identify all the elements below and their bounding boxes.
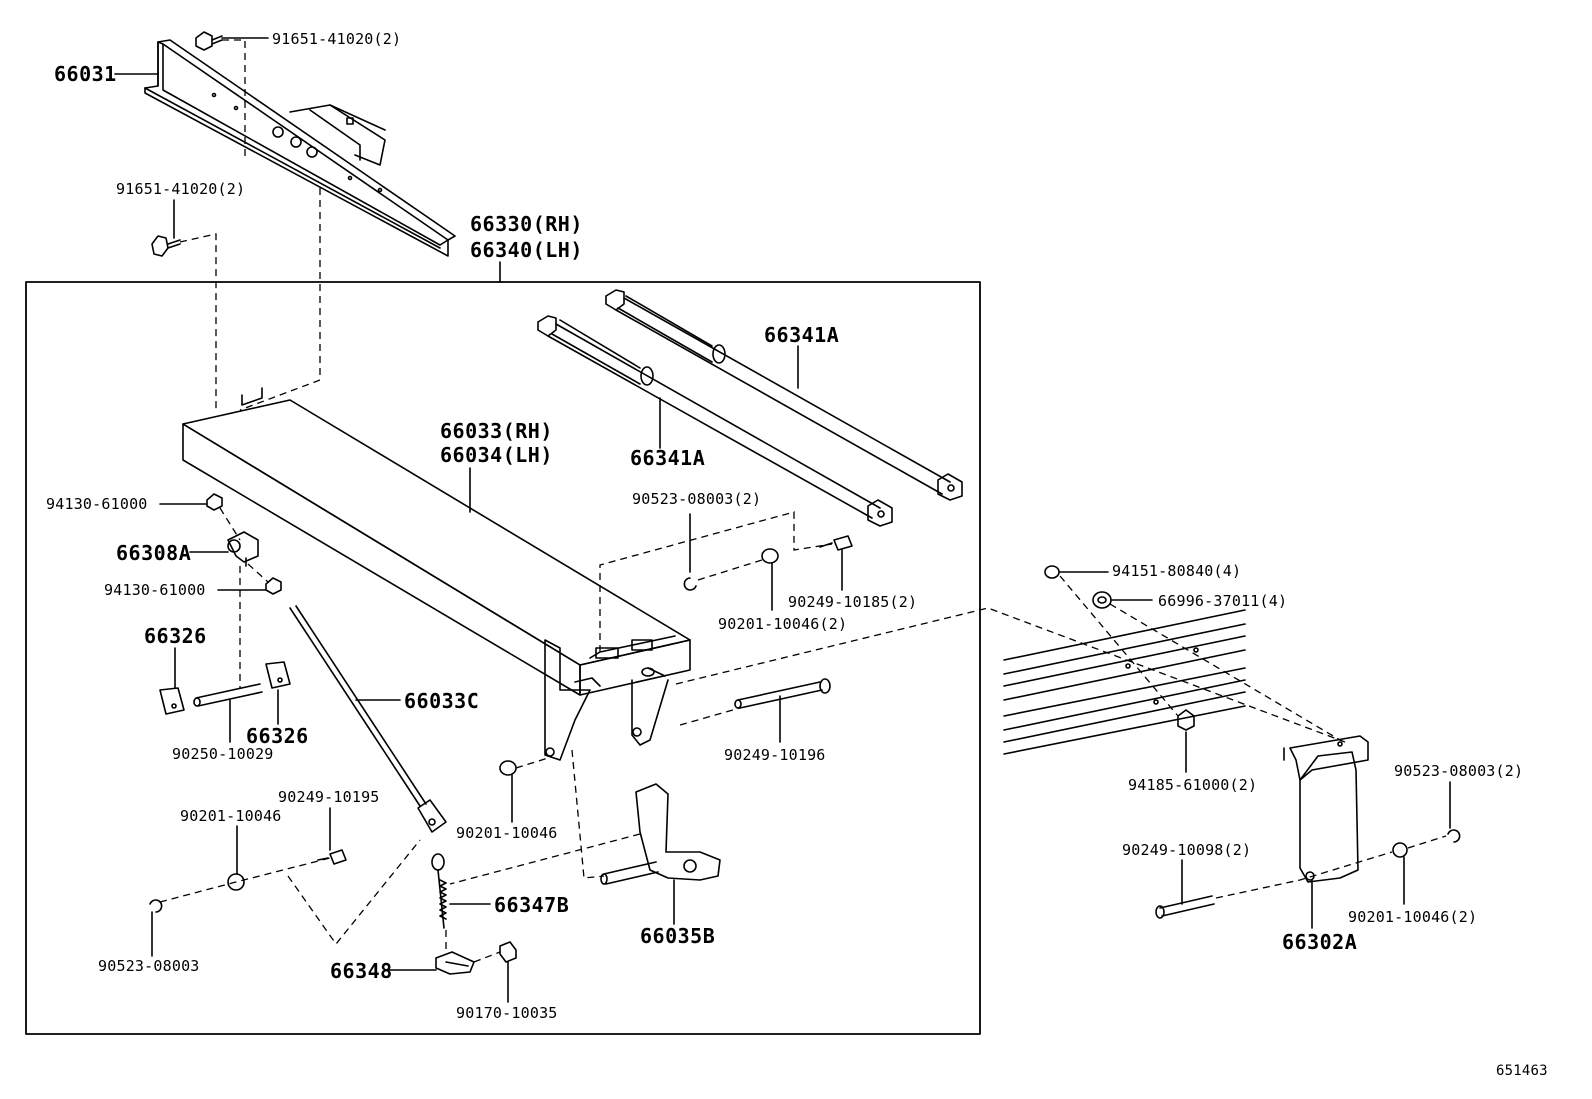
dash-washer-pin — [515, 757, 549, 769]
bolt-91651-left — [151, 235, 181, 257]
label-66347B: 66347B — [494, 893, 570, 917]
clevis-66348 — [435, 951, 475, 975]
assembly-frame — [25, 281, 981, 1035]
lever-66035B — [600, 783, 721, 885]
label-66326-b: 66326 — [246, 724, 309, 748]
clip-90523-right — [1447, 829, 1461, 843]
dash-bracket-lever — [571, 749, 605, 879]
label-66034: 66034(LH) — [440, 443, 553, 467]
label-94185: 94185-61000(2) — [1128, 776, 1258, 794]
clip-90523-left — [149, 899, 163, 913]
label-66330: 66330(RH) — [470, 212, 583, 236]
label-91651-top: 91651-41020(2) — [272, 30, 402, 48]
bolt-90249-10195 — [317, 849, 347, 865]
pin-90249-10098 — [1155, 895, 1215, 919]
label-66326-a: 66326 — [144, 624, 207, 648]
pin-90250 — [193, 683, 263, 707]
bolt-90249-10185 — [819, 535, 853, 551]
label-90249-10098: 90249-10098(2) — [1122, 841, 1252, 859]
washer-90201-right — [1392, 842, 1408, 858]
nut-94130-a — [206, 493, 223, 511]
part-66031-bracket — [144, 39, 456, 257]
bolt-91651-top — [195, 31, 223, 51]
label-90201-center: 90201-10046 — [456, 824, 558, 842]
label-66340: 66340(LH) — [470, 238, 583, 262]
nut-90170 — [499, 941, 517, 963]
hinge-66302A — [1283, 735, 1369, 883]
rod-66033C — [289, 605, 447, 833]
dash-nut-rail — [1059, 575, 1179, 717]
part-66341A-strut-b — [605, 289, 963, 501]
dash-clevis-nut — [473, 951, 501, 963]
label-66302A: 66302A — [1282, 930, 1358, 954]
dash-bracket-down — [239, 188, 321, 411]
nut-94151 — [1044, 565, 1060, 579]
nut-94185 — [1177, 709, 1195, 731]
reference-number: 651463 — [1496, 1063, 1548, 1079]
washer-90201-center — [499, 760, 517, 776]
label-90249-10196: 90249-10196 — [724, 746, 826, 764]
pad-66326-a — [159, 687, 185, 715]
rod-66347B — [431, 853, 447, 929]
label-90523-right: 90523-08003(2) — [1394, 762, 1524, 780]
label-90201-right: 90201-10046(2) — [1348, 908, 1478, 926]
dash-right-clip — [1407, 835, 1447, 849]
label-66348: 66348 — [330, 959, 393, 983]
washer-90201-mid — [761, 548, 779, 564]
pin-90249-10196 — [734, 678, 831, 709]
dash-washer-rail — [1109, 603, 1341, 741]
dash-right-pin — [1215, 851, 1393, 899]
label-66033: 66033(RH) — [440, 419, 553, 443]
label-66308A: 66308A — [116, 541, 192, 565]
part-66341A-strut-a — [537, 315, 893, 527]
dash-top-bolt — [222, 39, 246, 160]
bed-rails — [1003, 609, 1246, 755]
part-66033-beam — [182, 387, 691, 761]
dash-mid-hardware — [599, 511, 833, 652]
label-90201-mid: 90201-10046(2) — [718, 615, 848, 633]
dash-lever-clevis — [449, 833, 641, 885]
label-66033C: 66033C — [404, 689, 480, 713]
label-90523-mid: 90523-08003(2) — [632, 490, 762, 508]
dash-left-bolt — [179, 233, 217, 410]
label-90250: 90250-10029 — [172, 745, 274, 763]
label-90249-10195: 90249-10195 — [278, 788, 380, 806]
label-66035B: 66035B — [640, 924, 716, 948]
label-91651-left: 91651-41020(2) — [116, 180, 246, 198]
label-66996: 66996-37011(4) — [1158, 592, 1288, 610]
label-94151: 94151-80840(4) — [1112, 562, 1242, 580]
label-90201-left: 90201-10046 — [180, 807, 282, 825]
label-90523-left: 90523-08003 — [98, 957, 200, 975]
label-90170: 90170-10035 — [456, 1004, 558, 1022]
dash-clip-washer — [697, 559, 763, 581]
dash-bolt-lever — [679, 707, 741, 726]
label-66341A-mid: 66341A — [630, 446, 706, 470]
dash-66308 — [247, 563, 269, 583]
dash-rod-v — [287, 839, 421, 946]
label-94130-b: 94130-61000 — [104, 581, 206, 599]
clip-90523-mid — [683, 577, 697, 591]
washer-66996 — [1092, 591, 1112, 609]
label-90249-10185: 90249-10185(2) — [788, 593, 918, 611]
label-94130-a: 94130-61000 — [46, 495, 148, 513]
joint-66308A — [227, 531, 259, 567]
washer-90201-left — [227, 873, 245, 891]
dash-left-stack — [159, 857, 331, 903]
label-66031: 66031 — [54, 62, 117, 86]
label-66341A-top: 66341A — [764, 323, 840, 347]
nut-94130-b — [265, 577, 282, 595]
dash-94130 — [219, 507, 241, 541]
pad-66326-b — [265, 661, 291, 689]
